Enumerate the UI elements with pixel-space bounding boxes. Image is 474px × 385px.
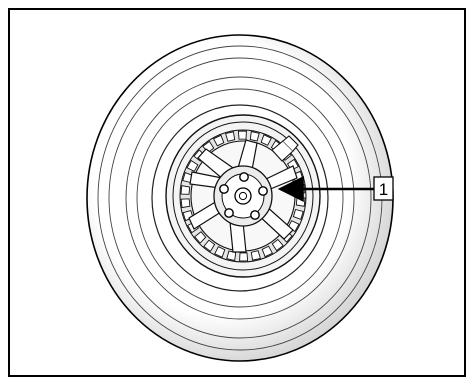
center-cap	[235, 188, 251, 204]
rim-vent	[181, 186, 190, 195]
rim-vent	[181, 199, 190, 208]
callout-label: 1	[379, 180, 388, 199]
rim-vent	[238, 131, 246, 139]
rim-vent	[250, 132, 259, 141]
rim-vent	[240, 253, 248, 261]
rim-vent	[296, 198, 305, 207]
